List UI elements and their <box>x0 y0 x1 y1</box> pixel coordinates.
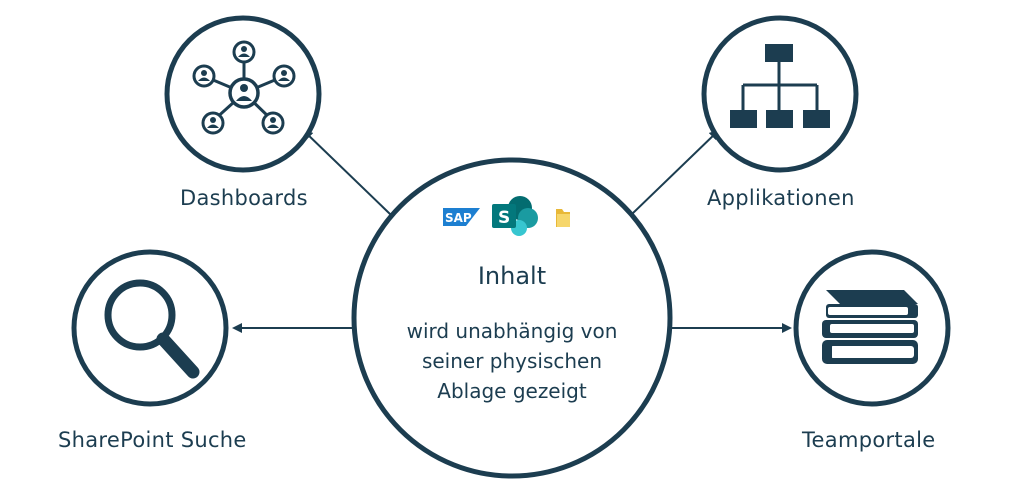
center-circle <box>351 157 673 479</box>
center-title: Inhalt <box>477 262 547 290</box>
sap-logo: SAP <box>443 208 480 226</box>
sharepoint-suche-node <box>71 249 229 407</box>
books-icon <box>822 290 918 364</box>
sap-logo-text: SAP <box>445 211 472 225</box>
dashboards-node <box>164 15 322 173</box>
arrow-to-dashboards <box>302 129 391 215</box>
center-description-line-2: seiner physischen <box>421 349 603 373</box>
teamportale-node <box>793 249 951 407</box>
search-icon <box>104 279 200 379</box>
applikationen-node <box>701 15 859 173</box>
arrow-to-applikationen <box>631 129 720 215</box>
org-chart-icon <box>730 44 830 128</box>
network-people-icon <box>192 40 296 135</box>
sharepoint-logo: S <box>492 196 538 236</box>
applikationen-label: Applikationen <box>707 186 855 210</box>
center-description-line-1: wird unabhängig von <box>406 319 618 343</box>
center-description: wird unabhängig von seiner physischen Ab… <box>372 316 652 406</box>
dashboards-label: Dashboards <box>180 186 308 210</box>
sharepoint-logo-letter: S <box>498 208 510 228</box>
sharepoint-suche-label: SharePoint Suche <box>58 428 247 452</box>
teamportale-label: Teamportale <box>802 428 936 452</box>
center-description-line-3: Ablage gezeigt <box>437 379 587 403</box>
sharepoint-suche-circle <box>71 249 229 407</box>
folder-icon <box>556 209 570 227</box>
